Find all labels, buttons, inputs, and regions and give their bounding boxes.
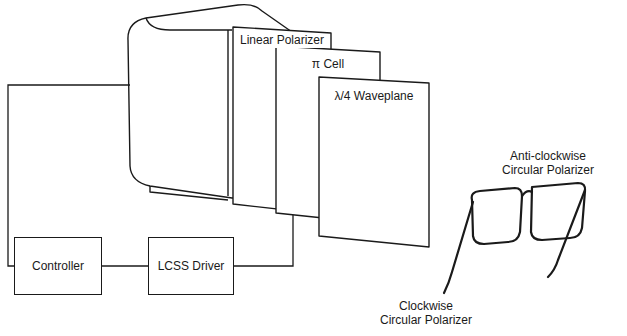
monitor-base [150, 186, 228, 200]
glasses-label: Anti-clockwise Circular Polarizer [496, 150, 600, 178]
node-text: Linear Polarizer [232, 33, 332, 48]
glasses-temple [444, 202, 473, 293]
node-text: π Cell [275, 57, 381, 72]
panel-outline [319, 77, 429, 247]
monitor-bezel-edge [227, 30, 228, 196]
driver-box: LCSS Driver [148, 237, 234, 295]
signal-wire [234, 215, 293, 266]
glasses [444, 183, 585, 293]
glasses-label: Clockwise Circular Polarizer [378, 300, 474, 328]
node-label: Linear Polarizer [238, 34, 326, 48]
monitor-top-edge [146, 18, 232, 30]
waveplane-panel: λ/4 Waveplane [318, 76, 430, 248]
glasses-bridge [522, 191, 532, 196]
node-label: Controller [30, 260, 86, 274]
node-label: π Cell [310, 58, 346, 72]
node-label: LCSS Driver [156, 260, 227, 274]
label-text: Anti-clockwise Circular Polarizer [502, 149, 594, 177]
node-text: Controller [30, 259, 86, 274]
node-text: LCSS Driver [156, 259, 227, 274]
node-text: λ/4 Waveplane [318, 89, 430, 104]
controller-box: Controller [14, 237, 102, 295]
glasses-lens [472, 188, 522, 244]
label-text: Clockwise Circular Polarizer [380, 299, 472, 327]
signal-wire [102, 265, 148, 266]
node-label: λ/4 Waveplane [333, 90, 416, 104]
glasses-temple [548, 190, 585, 277]
